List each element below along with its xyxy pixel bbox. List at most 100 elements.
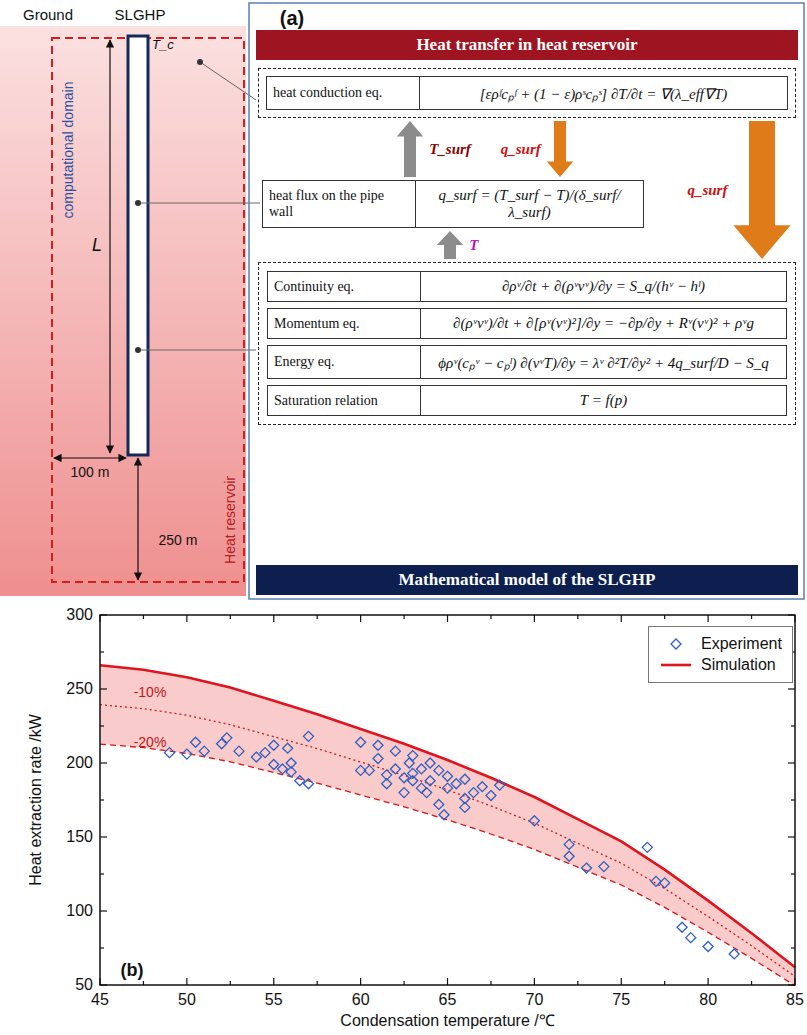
legend-sample <box>659 636 693 652</box>
tick <box>100 614 107 615</box>
experiment-marker <box>404 758 414 768</box>
tick <box>100 799 104 800</box>
text-label: 65 <box>439 991 457 1009</box>
experiment-marker <box>677 922 687 932</box>
experiment-marker <box>251 752 261 762</box>
leader-dot <box>135 347 141 353</box>
text-label: (b) <box>121 960 144 981</box>
equation: ∂ρᵛ/∂t + ∂(ρᵛvᵛ)/∂y = S_q/(hᵛ − hˡ) <box>421 272 786 301</box>
tick <box>788 762 795 763</box>
experiment-marker <box>269 759 279 769</box>
experiment-marker <box>599 862 609 872</box>
experiment-marker <box>477 782 487 792</box>
text-label: -10% <box>134 684 167 700</box>
experiment-marker <box>660 878 670 888</box>
text-label: 100 <box>66 902 93 920</box>
leader-line <box>200 62 256 100</box>
experiment-marker <box>671 639 681 649</box>
experiment-marker <box>390 746 400 756</box>
tick <box>317 981 318 985</box>
experiment-marker <box>729 949 739 959</box>
equation: T = f(p) <box>421 386 786 415</box>
edge-label: T_surf <box>429 141 471 158</box>
equation-name: Momentum eq. <box>268 309 421 338</box>
experiment-marker <box>422 788 432 798</box>
footer-band: Mathematical model of the SLGHP <box>256 565 798 595</box>
equation-inner: heat conduction eq.[ερᶠcₚᶠ + (1 − ε)ρˢcₚ… <box>266 76 788 110</box>
text-label: computational domain <box>60 82 76 219</box>
tick <box>447 978 448 985</box>
text-label: 70 <box>525 991 543 1009</box>
tick <box>360 615 361 622</box>
legend-text: Experiment <box>701 635 782 653</box>
experiment-marker <box>416 783 426 793</box>
experiment-marker <box>439 810 449 820</box>
tick <box>230 981 231 985</box>
experiment-marker <box>443 783 453 793</box>
leader-line <box>138 350 256 351</box>
tick <box>403 615 404 619</box>
experiment-marker <box>460 774 470 784</box>
experiment-marker <box>408 751 418 761</box>
experiment-marker <box>182 749 192 759</box>
experiment-marker <box>373 740 383 750</box>
tick <box>100 762 107 763</box>
tick <box>100 725 104 726</box>
tick <box>534 978 535 985</box>
equation-name: heat flux on the pipe wall <box>263 181 416 227</box>
tick <box>99 978 100 985</box>
text-label: Heat reservoir <box>222 476 238 564</box>
text-label: 300 <box>66 606 93 624</box>
equation-row: Saturation relationT = f(p) <box>267 385 787 416</box>
tick <box>100 947 104 948</box>
depth-arrow <box>137 458 138 580</box>
tick <box>403 981 404 985</box>
tick <box>100 688 107 689</box>
edge-label: T <box>469 237 478 254</box>
legend-text: Simulation <box>701 656 776 674</box>
flow-arrow <box>733 121 790 259</box>
leader-dot <box>135 200 141 206</box>
experiment-marker <box>425 776 435 786</box>
tick <box>100 984 107 985</box>
tick <box>100 836 107 837</box>
equation-name: Saturation relation <box>268 386 421 415</box>
experiment-marker <box>434 799 444 809</box>
tick <box>230 615 231 619</box>
tick <box>664 981 665 985</box>
text-label: T_c <box>152 37 174 52</box>
model-group: Continuity eq.∂ρᵛ/∂t + ∂(ρᵛvᵛ)/∂y = S_q/… <box>258 262 796 425</box>
band-title: Heat transfer in heat reservoir <box>416 35 637 55</box>
tick <box>788 688 795 689</box>
equation-row: Energy eq.ϕρᵛ(cₚᵛ − cₚˡ) ∂(vᵛT)/∂y = λᵛ … <box>267 345 787 379</box>
width-arrow <box>54 457 126 458</box>
tick <box>100 910 107 911</box>
panel-border <box>249 3 804 599</box>
tick <box>788 910 795 911</box>
tick <box>186 615 187 622</box>
simulation-line <box>100 665 795 967</box>
tick <box>794 615 795 622</box>
text-label: 50 <box>178 991 196 1009</box>
experiment-marker <box>460 802 470 812</box>
tick <box>577 981 578 985</box>
header-band: Heat transfer in heat reservoir <box>256 30 798 60</box>
experiment-marker <box>529 816 539 826</box>
experiment-marker <box>286 758 296 768</box>
tolerance-band <box>100 665 795 985</box>
tick <box>788 836 795 837</box>
experiment-marker <box>651 876 661 886</box>
plot-frame <box>100 615 795 985</box>
equation-box: heat flux on the pipe wallq_surf = (T_su… <box>262 180 644 228</box>
experiment-marker <box>283 743 293 753</box>
text-label: 250 <box>66 680 93 698</box>
text-label: 150 <box>66 828 93 846</box>
tick <box>99 615 100 622</box>
flow-arrow <box>547 121 573 177</box>
legend-box: ExperimentSimulation <box>648 626 793 683</box>
experiment-marker <box>703 942 713 952</box>
tick <box>791 873 795 874</box>
tick <box>273 615 274 622</box>
experiment-marker <box>495 780 505 790</box>
experiment-marker <box>199 746 209 756</box>
